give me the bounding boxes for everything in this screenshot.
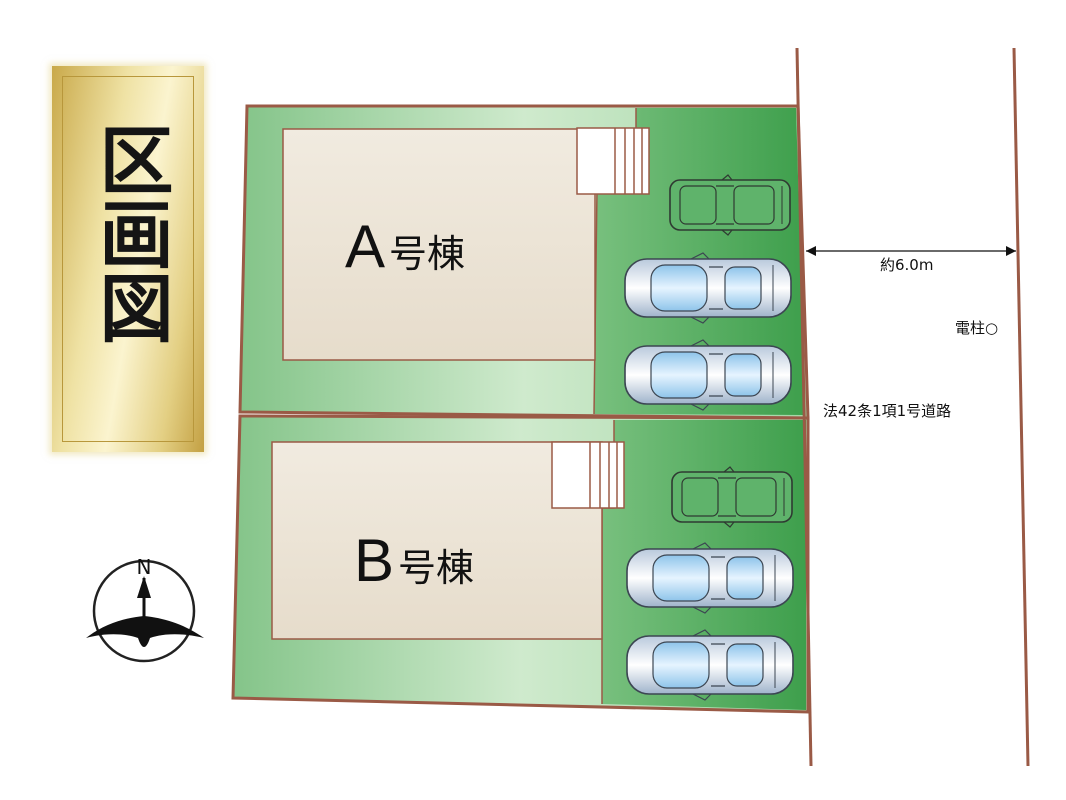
parked-wagon-b <box>671 466 793 528</box>
lot-a-suffix: 号棟 <box>389 232 466 276</box>
road-edge-right <box>1012 47 1030 767</box>
building-b <box>271 441 603 640</box>
entrance-steps-b <box>551 441 625 509</box>
entrance-steps-a <box>576 127 650 195</box>
utility-pole-label: 電柱○ <box>955 319 999 337</box>
title-plate-border <box>62 76 194 442</box>
road-width-label: 約6.0m <box>880 256 934 274</box>
title-plate: 区画図 <box>52 66 204 452</box>
building-a <box>282 128 596 361</box>
compass-north-label: N <box>137 555 152 579</box>
page-title: 区画図 <box>87 122 173 344</box>
lot-a-letter: A <box>345 213 386 280</box>
north-arrow-compass <box>86 559 204 663</box>
parked-car-b-1 <box>626 542 794 614</box>
road-width-dimension <box>806 246 1016 256</box>
lot-b-letter: B <box>354 527 395 594</box>
road-type-label: 法42条1項1号道路 <box>823 402 952 420</box>
road-edge-left <box>795 47 813 767</box>
parked-wagon-a <box>669 174 791 236</box>
lot-b-suffix: 号棟 <box>398 546 475 590</box>
parked-car-b-2 <box>626 629 794 701</box>
parked-car-a-1 <box>624 252 792 324</box>
parked-car-a-2 <box>624 339 792 411</box>
